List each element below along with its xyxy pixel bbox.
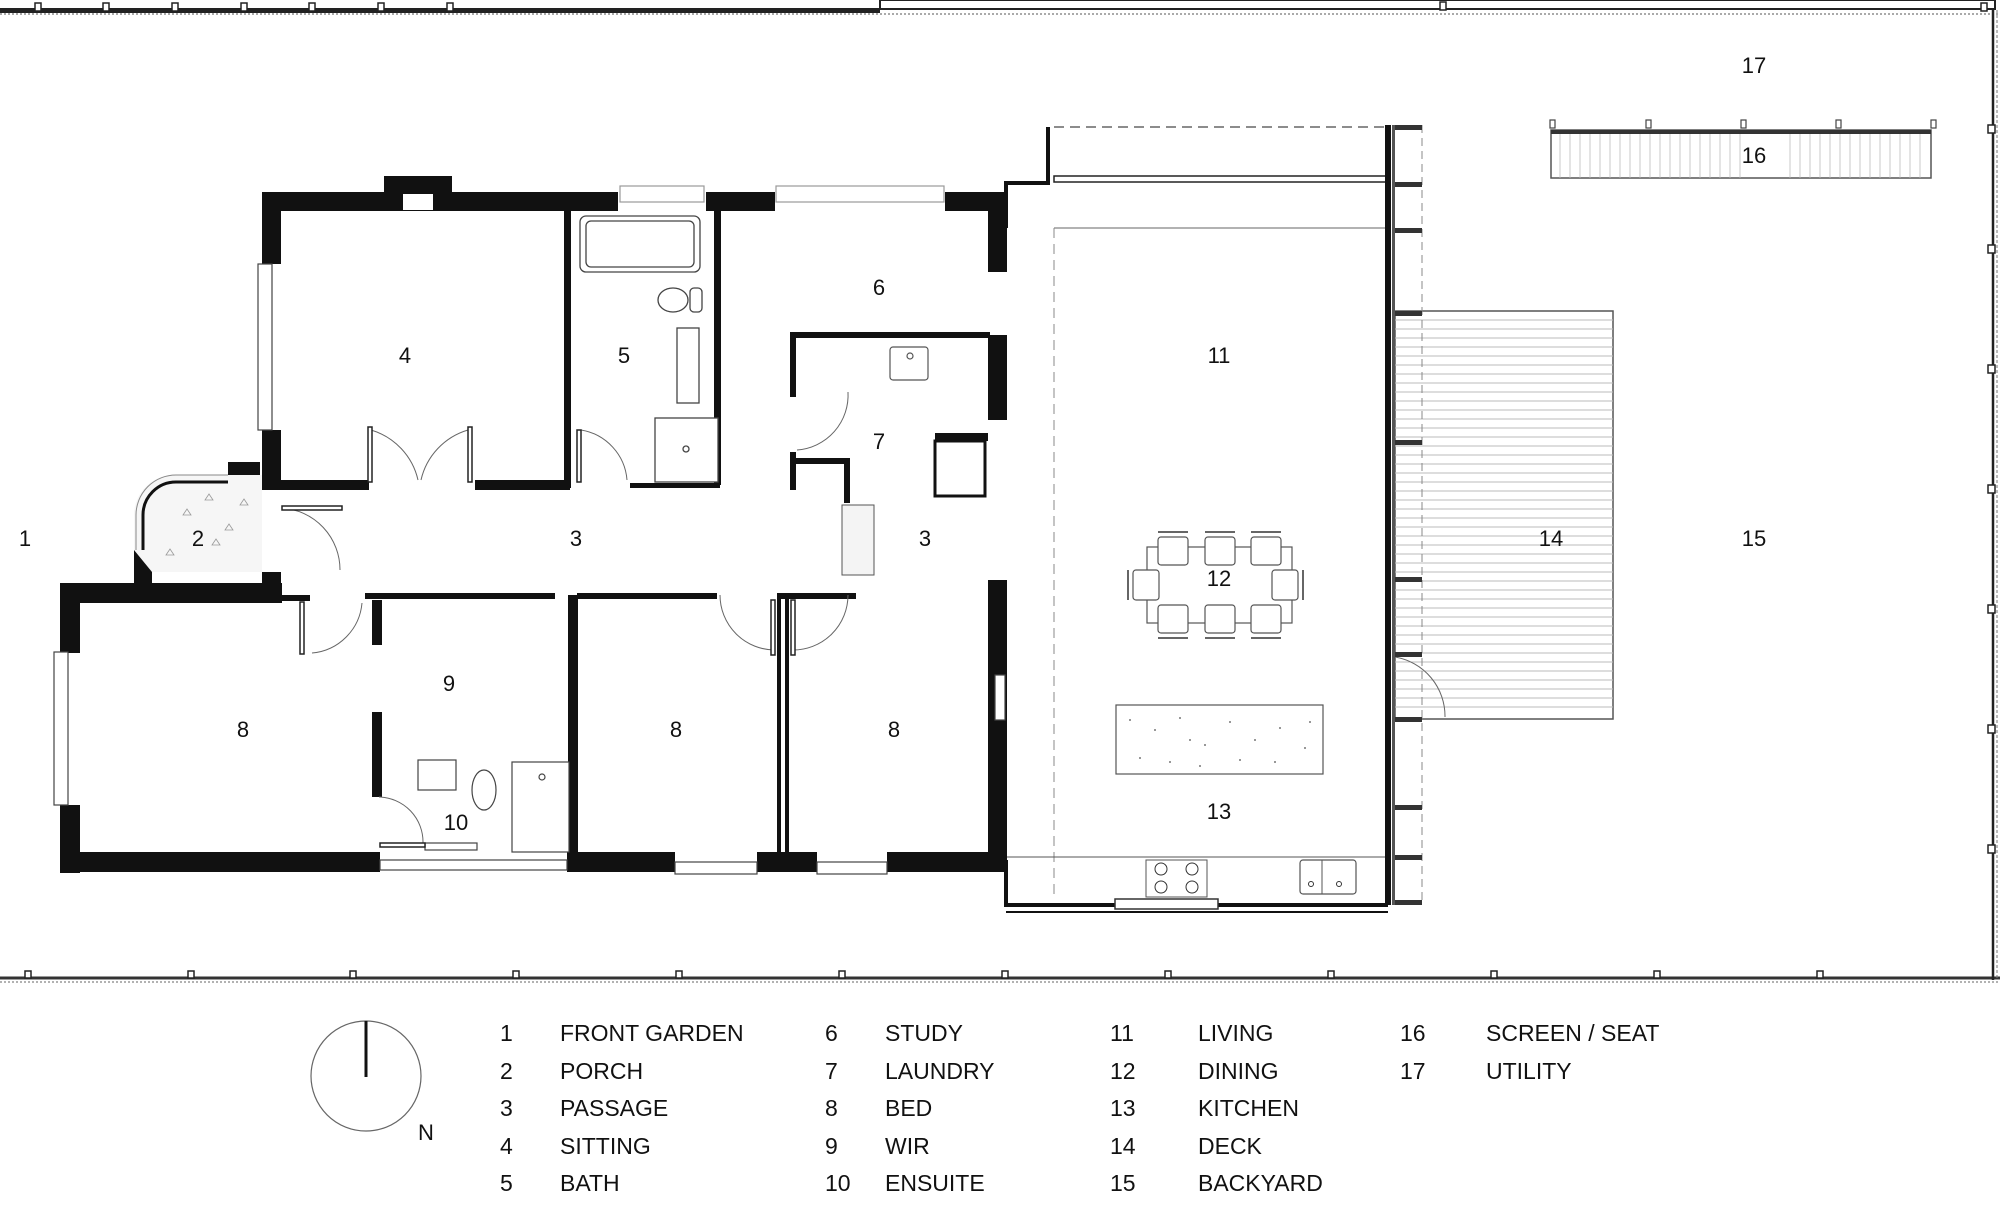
legend-room-name: PORCH <box>560 1057 644 1084</box>
legend-item: 11 LIVING <box>1110 1018 1323 1056</box>
legend-item: 2 PORCH <box>500 1056 744 1094</box>
legend-room-name: SCREEN / SEAT <box>1486 1020 1660 1046</box>
passage-threshold <box>841 504 875 576</box>
room-label: 11 <box>1208 343 1231 368</box>
legend-room-name: PASSAGE <box>560 1095 669 1121</box>
room-label: 15 <box>1742 526 1766 551</box>
legend-room-name: ENSUITE <box>885 1170 985 1196</box>
north-arrow-icon <box>310 1020 422 1132</box>
deck <box>1394 310 1614 720</box>
north-label: N <box>418 1120 434 1145</box>
legend-room-name: SITTING <box>560 1132 651 1159</box>
legend-column-2: 6 STUDY 7 LAUNDRY 8 BED 9 WIR 10 ENSUITE <box>825 1018 995 1206</box>
legend-item: 1 FRONT GARDEN <box>500 1018 744 1056</box>
room-label: 17 <box>1742 53 1766 78</box>
room-label: 8 <box>237 717 249 742</box>
legend-room-name: STUDY <box>885 1020 963 1046</box>
legend-room-name: WIR <box>885 1132 930 1159</box>
room-label: 12 <box>1207 566 1231 591</box>
room-label: 7 <box>873 429 885 454</box>
room-label: 4 <box>399 343 411 368</box>
legend-item: 14 DECK <box>1110 1131 1323 1169</box>
doors <box>281 391 849 844</box>
legend-number: 12 <box>1110 1057 1136 1084</box>
door-leaves <box>281 426 796 848</box>
legend-number: 4 <box>500 1132 513 1159</box>
legend-room-name: BATH <box>560 1170 620 1196</box>
room-label: 10 <box>444 810 468 835</box>
legend-number: 3 <box>500 1095 513 1121</box>
legend-item: 16 SCREEN / SEAT <box>1400 1018 1659 1056</box>
room-label: 9 <box>443 671 455 696</box>
ensuite-fixtures <box>417 759 570 853</box>
legend-item: 7 LAUNDRY <box>825 1056 995 1094</box>
room-label: 16 <box>1742 143 1766 168</box>
top-fence <box>0 0 2000 15</box>
pavilion <box>1004 125 1423 913</box>
legend-room-name: BACKYARD <box>1198 1170 1323 1196</box>
bath-fixtures <box>579 215 719 483</box>
legend-number: 11 <box>1110 1020 1134 1046</box>
legend-column-3: 11 LIVING 12 DINING 13 KITCHEN 14 DECK 15 BAC… <box>1110 1018 1323 1206</box>
room-label: 14 <box>1539 526 1563 551</box>
legend-item: 15 BACKYARD <box>1110 1168 1323 1206</box>
legend-room-name: LIVING <box>1198 1020 1274 1046</box>
room-label: 3 <box>919 526 931 551</box>
legend-number: 16 <box>1400 1020 1426 1046</box>
legend-item: 17 UTILITY <box>1400 1056 1659 1094</box>
legend-number: 7 <box>825 1057 838 1084</box>
windows <box>53 185 1006 875</box>
floor-plan: 1 2 3 3 4 5 6 7 8 8 8 9 10 11 12 13 14 1… <box>0 0 2000 983</box>
legend-item: 10 ENSUITE <box>825 1168 995 1206</box>
legend-room-name: FRONT GARDEN <box>560 1020 744 1046</box>
legend-column-4: 16 SCREEN / SEAT 17 UTILITY <box>1400 1018 1659 1093</box>
right-fence <box>1987 10 1998 980</box>
legend-number: 9 <box>825 1132 838 1159</box>
legend-room-name: UTILITY <box>1486 1057 1572 1084</box>
room-label: 3 <box>570 526 582 551</box>
legend-column-1: 1 FRONT GARDEN 2 PORCH 3 PASSAGE 4 SITTING 5… <box>500 1018 744 1206</box>
legend-number: 17 <box>1400 1057 1426 1084</box>
legend-item: 5 BATH <box>500 1168 744 1206</box>
legend-number: 10 <box>825 1170 851 1196</box>
legend-item: 6 STUDY <box>825 1018 995 1056</box>
room-label: 13 <box>1207 799 1231 824</box>
porch <box>134 474 262 572</box>
screen-seat <box>1549 119 1937 179</box>
legend-item: 12 DINING <box>1110 1056 1323 1094</box>
legend-item: 13 KITCHEN <box>1110 1093 1323 1131</box>
room-label: 5 <box>618 343 630 368</box>
legend-room-name: DINING <box>1198 1057 1279 1084</box>
legend-number: 5 <box>500 1170 513 1196</box>
legend-item: 3 PASSAGE <box>500 1093 744 1131</box>
legend-room-name: BED <box>885 1095 933 1121</box>
legend-item: 8 BED <box>825 1093 995 1131</box>
room-labels: 1 2 3 3 4 5 6 7 8 8 8 9 10 11 12 13 14 1… <box>19 53 1766 835</box>
laundry-fixtures <box>889 346 987 498</box>
room-label: 6 <box>873 275 885 300</box>
room-label: 8 <box>670 717 682 742</box>
legend-number: 13 <box>1110 1095 1136 1121</box>
legend-number: 15 <box>1110 1170 1136 1196</box>
legend-item: 4 SITTING <box>500 1131 744 1169</box>
legend-number: 1 <box>500 1020 513 1046</box>
room-label: 2 <box>192 526 204 551</box>
legend-room-name: KITCHEN <box>1198 1095 1299 1121</box>
room-label: 1 <box>19 526 31 551</box>
bottom-fence <box>0 970 2000 983</box>
legend-item: 9 WIR <box>825 1131 995 1169</box>
legend-room-name: DECK <box>1198 1132 1262 1159</box>
legend-room-name: LAUNDRY <box>885 1057 995 1084</box>
legend-number: 6 <box>825 1020 838 1046</box>
legend <box>0 985 2000 1195</box>
legend-number: 2 <box>500 1057 513 1084</box>
room-label: 8 <box>888 717 900 742</box>
legend-number: 8 <box>825 1095 838 1121</box>
legend-number: 14 <box>1110 1132 1136 1159</box>
